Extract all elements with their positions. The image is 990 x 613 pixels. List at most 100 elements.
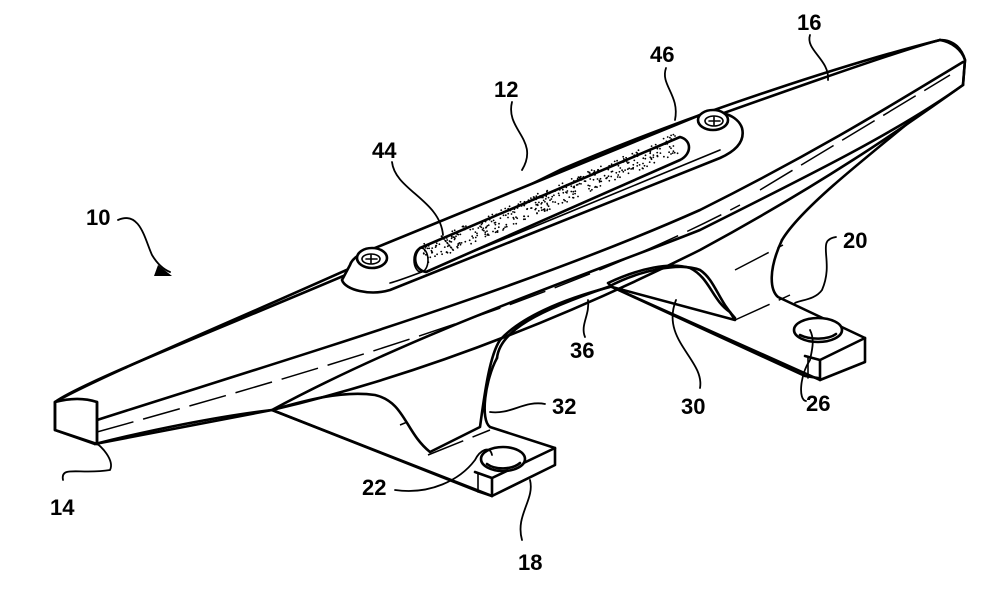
stipple-dot — [540, 209, 543, 212]
stipple-dot — [458, 230, 461, 233]
stipple-dot — [615, 162, 618, 165]
stipple-dot — [659, 144, 662, 146]
stipple-dot — [577, 176, 580, 179]
stipple-dot — [566, 200, 568, 203]
stipple-dot — [622, 170, 625, 173]
stipple-dot — [614, 178, 616, 181]
stipple-dot — [528, 201, 531, 204]
stipple-dot — [600, 165, 602, 168]
stipple-dot — [457, 244, 459, 247]
stipple-dot — [646, 165, 648, 168]
label-18: 18 — [518, 550, 542, 575]
stipple-dot — [502, 211, 505, 213]
stipple-dot — [670, 134, 672, 137]
stipple-dot — [435, 242, 438, 245]
leader-16 — [808, 34, 829, 81]
stipple-dot — [543, 209, 546, 212]
stipple-dot — [670, 138, 673, 140]
stipple-dot — [588, 171, 591, 174]
stipple-dot — [557, 192, 560, 195]
stipple-dot — [553, 194, 555, 197]
stipple-dot — [648, 161, 651, 164]
stipple-dot — [650, 145, 653, 148]
stipple-dot — [470, 242, 472, 245]
stipple-dot — [446, 245, 449, 248]
stipple-dot — [497, 226, 500, 229]
stipple-dot — [434, 255, 436, 258]
stipple-dot — [536, 212, 538, 215]
stipple-dot — [551, 195, 554, 198]
stipple-dot — [622, 161, 625, 163]
stipple-dot — [507, 207, 510, 210]
stipple-dot — [572, 190, 575, 193]
stipple-dot — [549, 199, 551, 202]
stipple-dot — [486, 225, 489, 227]
stipple-dot — [674, 135, 676, 137]
stipple-dot — [649, 156, 652, 159]
stipple-dot — [453, 229, 456, 232]
stipple-dot — [662, 137, 665, 140]
stipple-dot — [672, 150, 675, 153]
stipple-dot — [444, 240, 447, 243]
stipple-dot — [423, 249, 426, 252]
stipple-dot — [477, 227, 480, 229]
label-44: 44 — [372, 138, 397, 163]
stipple-dot — [576, 177, 579, 180]
label-10: 10 — [86, 205, 110, 230]
stipple-dot — [465, 225, 467, 228]
stipple-dot — [482, 229, 485, 232]
stipple-dot — [535, 195, 538, 198]
label-30: 30 — [681, 394, 705, 419]
stipple-dot — [512, 211, 514, 213]
stipple-dot — [460, 242, 463, 244]
stipple-dot — [540, 196, 543, 199]
stipple-dot — [608, 164, 611, 167]
stipple-dot — [482, 219, 485, 222]
stipple-dot — [479, 225, 481, 228]
stipple-dot — [484, 218, 487, 221]
stipple-dot — [635, 151, 638, 154]
stipple-dot — [553, 189, 556, 192]
stipple-dot — [517, 204, 520, 207]
stipple-dot — [644, 154, 647, 157]
stipple-dot — [481, 222, 484, 225]
stipple-dot — [527, 199, 530, 202]
stipple-dot — [668, 151, 670, 154]
stipple-dot — [552, 201, 554, 203]
stipple-dot — [486, 234, 489, 236]
stipple-dot — [515, 222, 518, 225]
stipple-dot — [574, 190, 577, 193]
stipple-dot — [598, 181, 601, 183]
stipple-dot — [659, 147, 661, 150]
stipple-dot — [499, 217, 502, 220]
stipple-dot — [476, 234, 479, 237]
stipple-dot — [668, 145, 671, 148]
stipple-dot — [578, 182, 581, 185]
stipple-dot — [484, 235, 487, 238]
stipple-dot — [469, 228, 472, 231]
stipple-dot — [671, 152, 674, 155]
stipple-dot — [487, 234, 490, 237]
stipple-dot — [438, 243, 441, 246]
stipple-dot — [546, 190, 548, 193]
stipple-dot — [472, 237, 474, 239]
stipple-dot — [642, 162, 644, 165]
stipple-dot — [654, 143, 657, 146]
stipple-dot — [427, 261, 430, 264]
stipple-dot — [500, 209, 503, 212]
stipple-dot — [429, 256, 432, 259]
stipple-dot — [550, 198, 553, 200]
stipple-dot — [463, 228, 466, 231]
stipple-dot — [486, 230, 488, 233]
stipple-dot — [659, 152, 662, 155]
stipple-dot — [494, 227, 496, 230]
stipple-dot — [652, 154, 655, 157]
leader-22 — [394, 448, 493, 492]
arrowhead-10 — [154, 265, 172, 276]
stipple-dot — [484, 220, 487, 223]
stipple-dot — [597, 168, 599, 171]
stipple-dot — [527, 215, 530, 218]
stipple-dot — [633, 159, 636, 162]
stipple-dot — [504, 226, 506, 229]
stipple-dot — [542, 199, 545, 202]
